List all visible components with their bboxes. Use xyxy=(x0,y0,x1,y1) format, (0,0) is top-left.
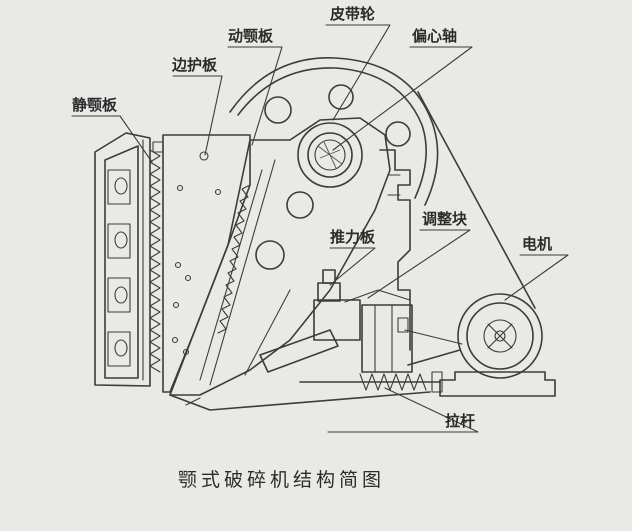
label-motor: 电机 xyxy=(522,235,552,253)
label-guard-plate: 边护板 xyxy=(171,56,218,74)
eccentric-shaft xyxy=(297,122,363,188)
frame-right xyxy=(379,149,411,351)
crusher-base xyxy=(169,391,431,411)
label-static-jaw: 静颚板 xyxy=(72,96,118,114)
label-adjust-block: 调整块 xyxy=(422,210,468,228)
label-eccentric-shaft: 偏心轴 xyxy=(412,27,457,45)
motor xyxy=(439,293,556,397)
label-tie-rod: 拉杆 xyxy=(445,412,475,430)
tie-rod xyxy=(299,371,443,393)
toggle-mechanism xyxy=(259,269,413,373)
part-labels: 静颚板 边护板 动颚板 皮带轮 偏心轴 调整块 推力板 电机 拉杆 xyxy=(72,5,552,430)
label-toggle-plate: 推力板 xyxy=(330,228,376,246)
guard-plate xyxy=(162,134,251,393)
diagram-caption: 颚式破碎机结构简图 xyxy=(178,469,385,491)
static-jaw-frame xyxy=(94,132,164,387)
drive-belt xyxy=(404,91,536,366)
leader-lines xyxy=(71,24,569,433)
belt-wheel xyxy=(229,57,439,270)
label-belt-wheel: 皮带轮 xyxy=(330,5,375,23)
label-moving-jaw: 动颚板 xyxy=(228,27,274,45)
